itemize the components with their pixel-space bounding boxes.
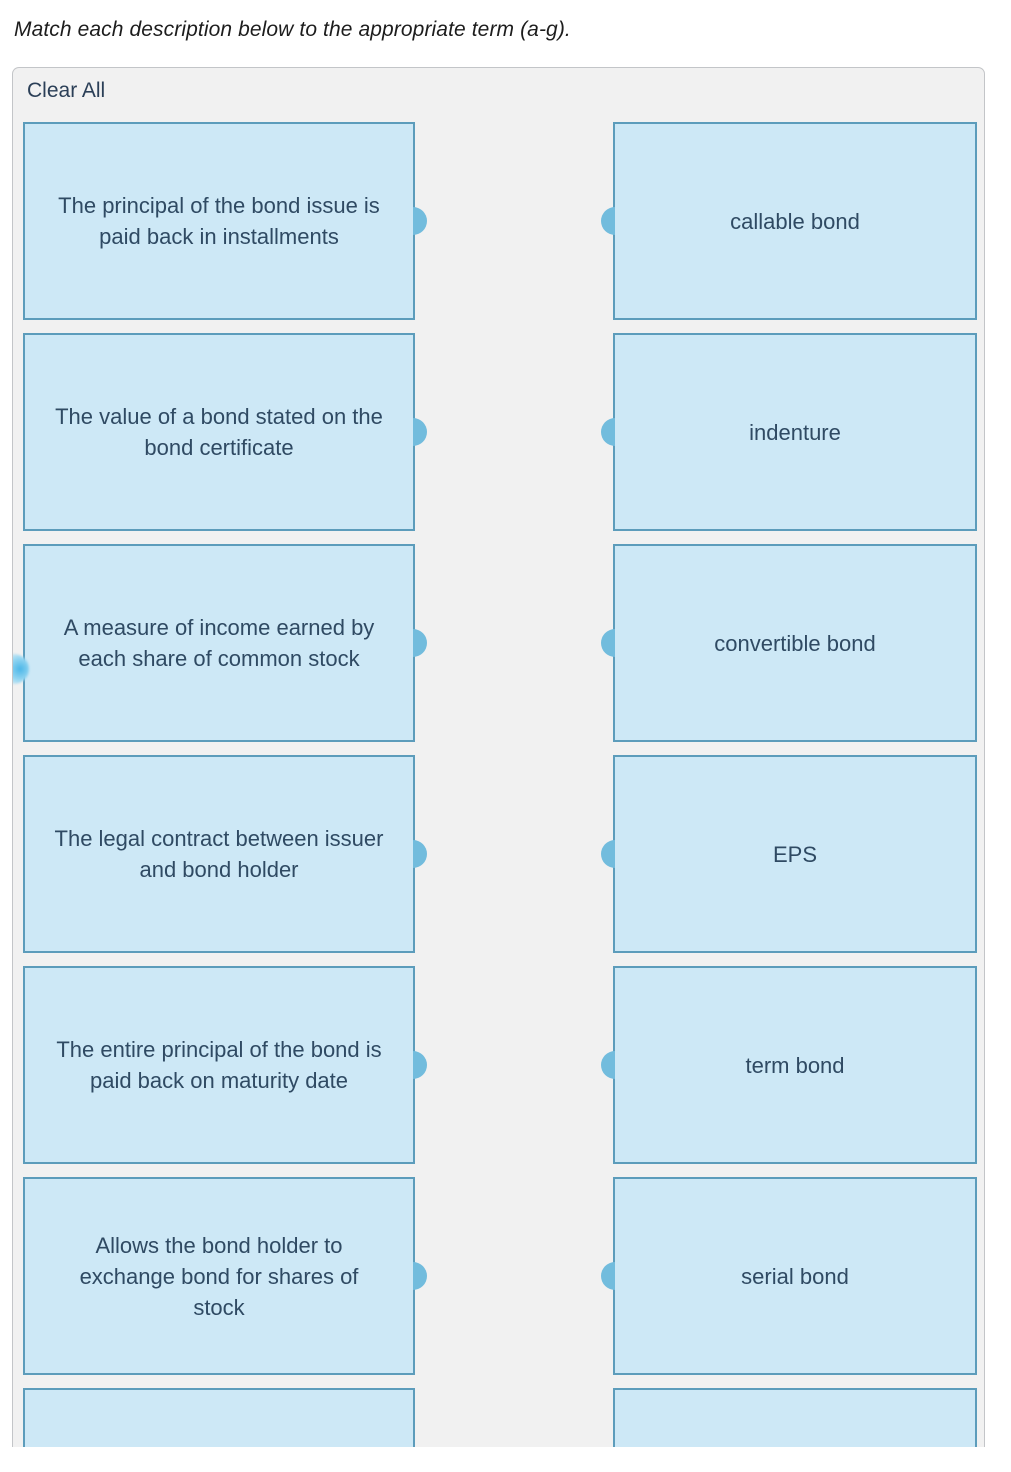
match-rows: The principal of the bond issue is paid … [13,122,984,1447]
description-card[interactable]: Allows the bond holder to exchange bond … [23,1177,427,1375]
connector-tab-icon [601,1262,615,1290]
term-card[interactable]: serial bond [601,1177,977,1375]
term-text: callable bond [730,208,860,234]
match-row: The legal contract between issuer and bo… [13,755,984,953]
term-card[interactable]: callable bond [601,122,977,320]
term-card[interactable]: face value [613,1388,977,1447]
description-text: The value of a bond stated on the bond c… [55,404,383,460]
match-row: A measure of income earned by each share… [13,544,984,742]
widget-toolbar: Clear All [13,68,984,120]
description-text: A measure of income earned by each share… [63,615,375,671]
page-title: Match each description below to the appr… [14,18,571,41]
matching-widget: Clear All The principal of the bond issu… [12,67,985,1447]
connector-tab-icon [413,1262,427,1290]
connector-tab-icon [601,207,615,235]
description-text: The legal contract between issuer and bo… [54,826,384,882]
description-card[interactable]: The entire principal of the bond is paid… [23,966,427,1164]
page-bottom-band [0,1448,1011,1472]
term-card[interactable]: term bond [601,966,977,1164]
connector-tab-icon [413,207,427,235]
connector-tab-icon [413,629,427,657]
description-text: The entire principal of the bond is paid… [56,1037,382,1093]
connector-tab-icon [413,1051,427,1079]
term-text: EPS [772,841,818,867]
description-card[interactable]: The principal of the bond issue is paid … [23,122,427,320]
match-row: Allows the bond holder to exchange bond … [13,1177,984,1375]
connector-tab-icon [601,629,615,657]
match-row: The entire principal of the bond is paid… [13,966,984,1164]
term-card[interactable]: convertible bond [601,544,977,742]
description-card[interactable]: A measure of income earned by each share… [23,544,427,742]
description-card[interactable]: The legal contract between issuer and bo… [23,755,427,953]
term-text: serial bond [741,1263,849,1289]
connector-tab-icon [413,840,427,868]
connector-tab-icon [601,418,615,446]
term-card[interactable]: indenture [601,333,977,531]
description-card[interactable]: The value of a bond stated on the bond c… [23,333,427,531]
term-text: indenture [749,419,841,445]
connector-tab-icon [601,840,615,868]
term-text: convertible bond [714,630,876,656]
match-row: The value of a bond stated on the bond c… [13,333,984,531]
term-card[interactable]: EPS [601,755,977,953]
match-row: The principal of the bond issue is paid … [13,122,984,320]
term-text: term bond [745,1052,845,1078]
connector-tab-icon [601,1051,615,1079]
clear-all-button[interactable]: Clear All [27,76,105,106]
description-text: The principal of the bond issue is paid … [58,193,380,249]
connector-tab-icon [413,418,427,446]
description-text: Allows the bond holder to exchange bond … [79,1232,359,1320]
